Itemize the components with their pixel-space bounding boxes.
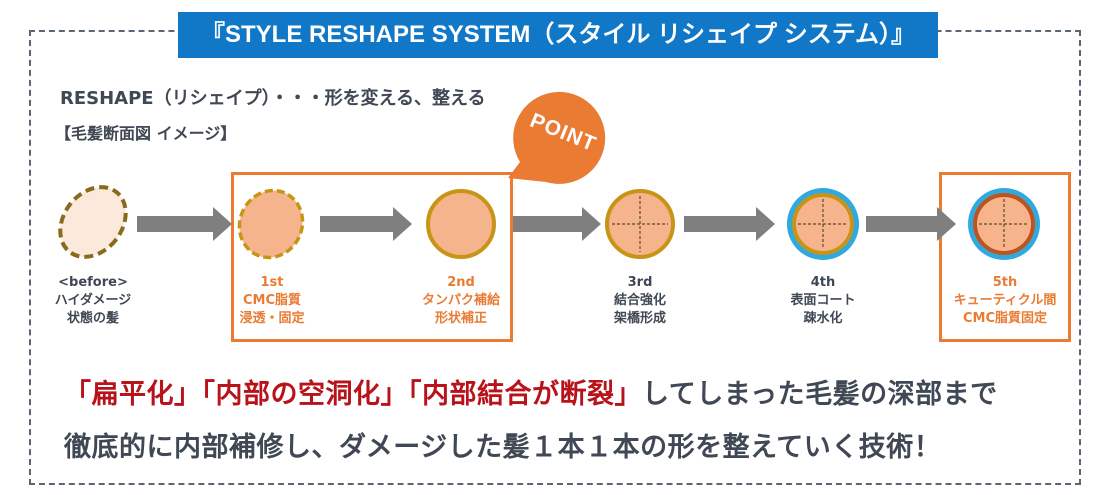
summary-line-2: 徹底的に内部補修し、ダメージした髪１本１本の形を整えていく技術！ — [64, 432, 942, 463]
hair-step-3 — [605, 189, 675, 259]
hair-before — [58, 185, 128, 259]
point-badge — [508, 91, 606, 184]
damage-types: 「扁平化」「内部の空洞化」「内部結合が断裂」 — [64, 379, 642, 410]
step-label-before: <before> ハイダメージ 状態の髪 — [54, 275, 132, 326]
arrows — [137, 207, 956, 241]
arrow-3 — [513, 207, 601, 241]
summary-line-1-rest: してしまった毛髪の深部まで — [642, 379, 998, 410]
step-label-2nd: 2nd タンパク補給 形状補正 — [421, 275, 501, 326]
arrow-2 — [320, 207, 412, 241]
cross-section-label: 【毛髪断面図 イメージ】 — [55, 124, 237, 143]
hair-step-5 — [968, 188, 1040, 260]
reshape-definition: RESHAPE（リシェイプ）・・・形を変える、整える — [60, 88, 486, 109]
hair-step-1 — [237, 188, 305, 260]
arrow-1 — [137, 207, 232, 241]
hair-step-4 — [787, 188, 859, 260]
point-badge-shape — [508, 91, 606, 184]
step-label-5th: 5th キューティクル間 CMC脂質固定 — [953, 275, 1057, 326]
step-label-4th: 4th 表面コート 疎水化 — [790, 275, 856, 326]
highlight-box-steps-1-2 — [231, 172, 513, 342]
arrow-4 — [684, 207, 775, 241]
step-label-3rd: 3rd 結合強化 架橋形成 — [613, 275, 667, 326]
page-title: 『STYLE RESHAPE SYSTEM（スタイル リシェイプ システム）』 — [178, 12, 938, 58]
highlight-box-step-5 — [939, 172, 1071, 342]
arrow-5 — [866, 207, 956, 241]
step-label-1st: 1st CMC脂質 浸透・固定 — [239, 275, 305, 326]
summary-line-1: 「扁平化」「内部の空洞化」「内部結合が断裂」してしまった毛髪の深部まで — [64, 372, 998, 411]
hair-step-2 — [426, 189, 496, 259]
